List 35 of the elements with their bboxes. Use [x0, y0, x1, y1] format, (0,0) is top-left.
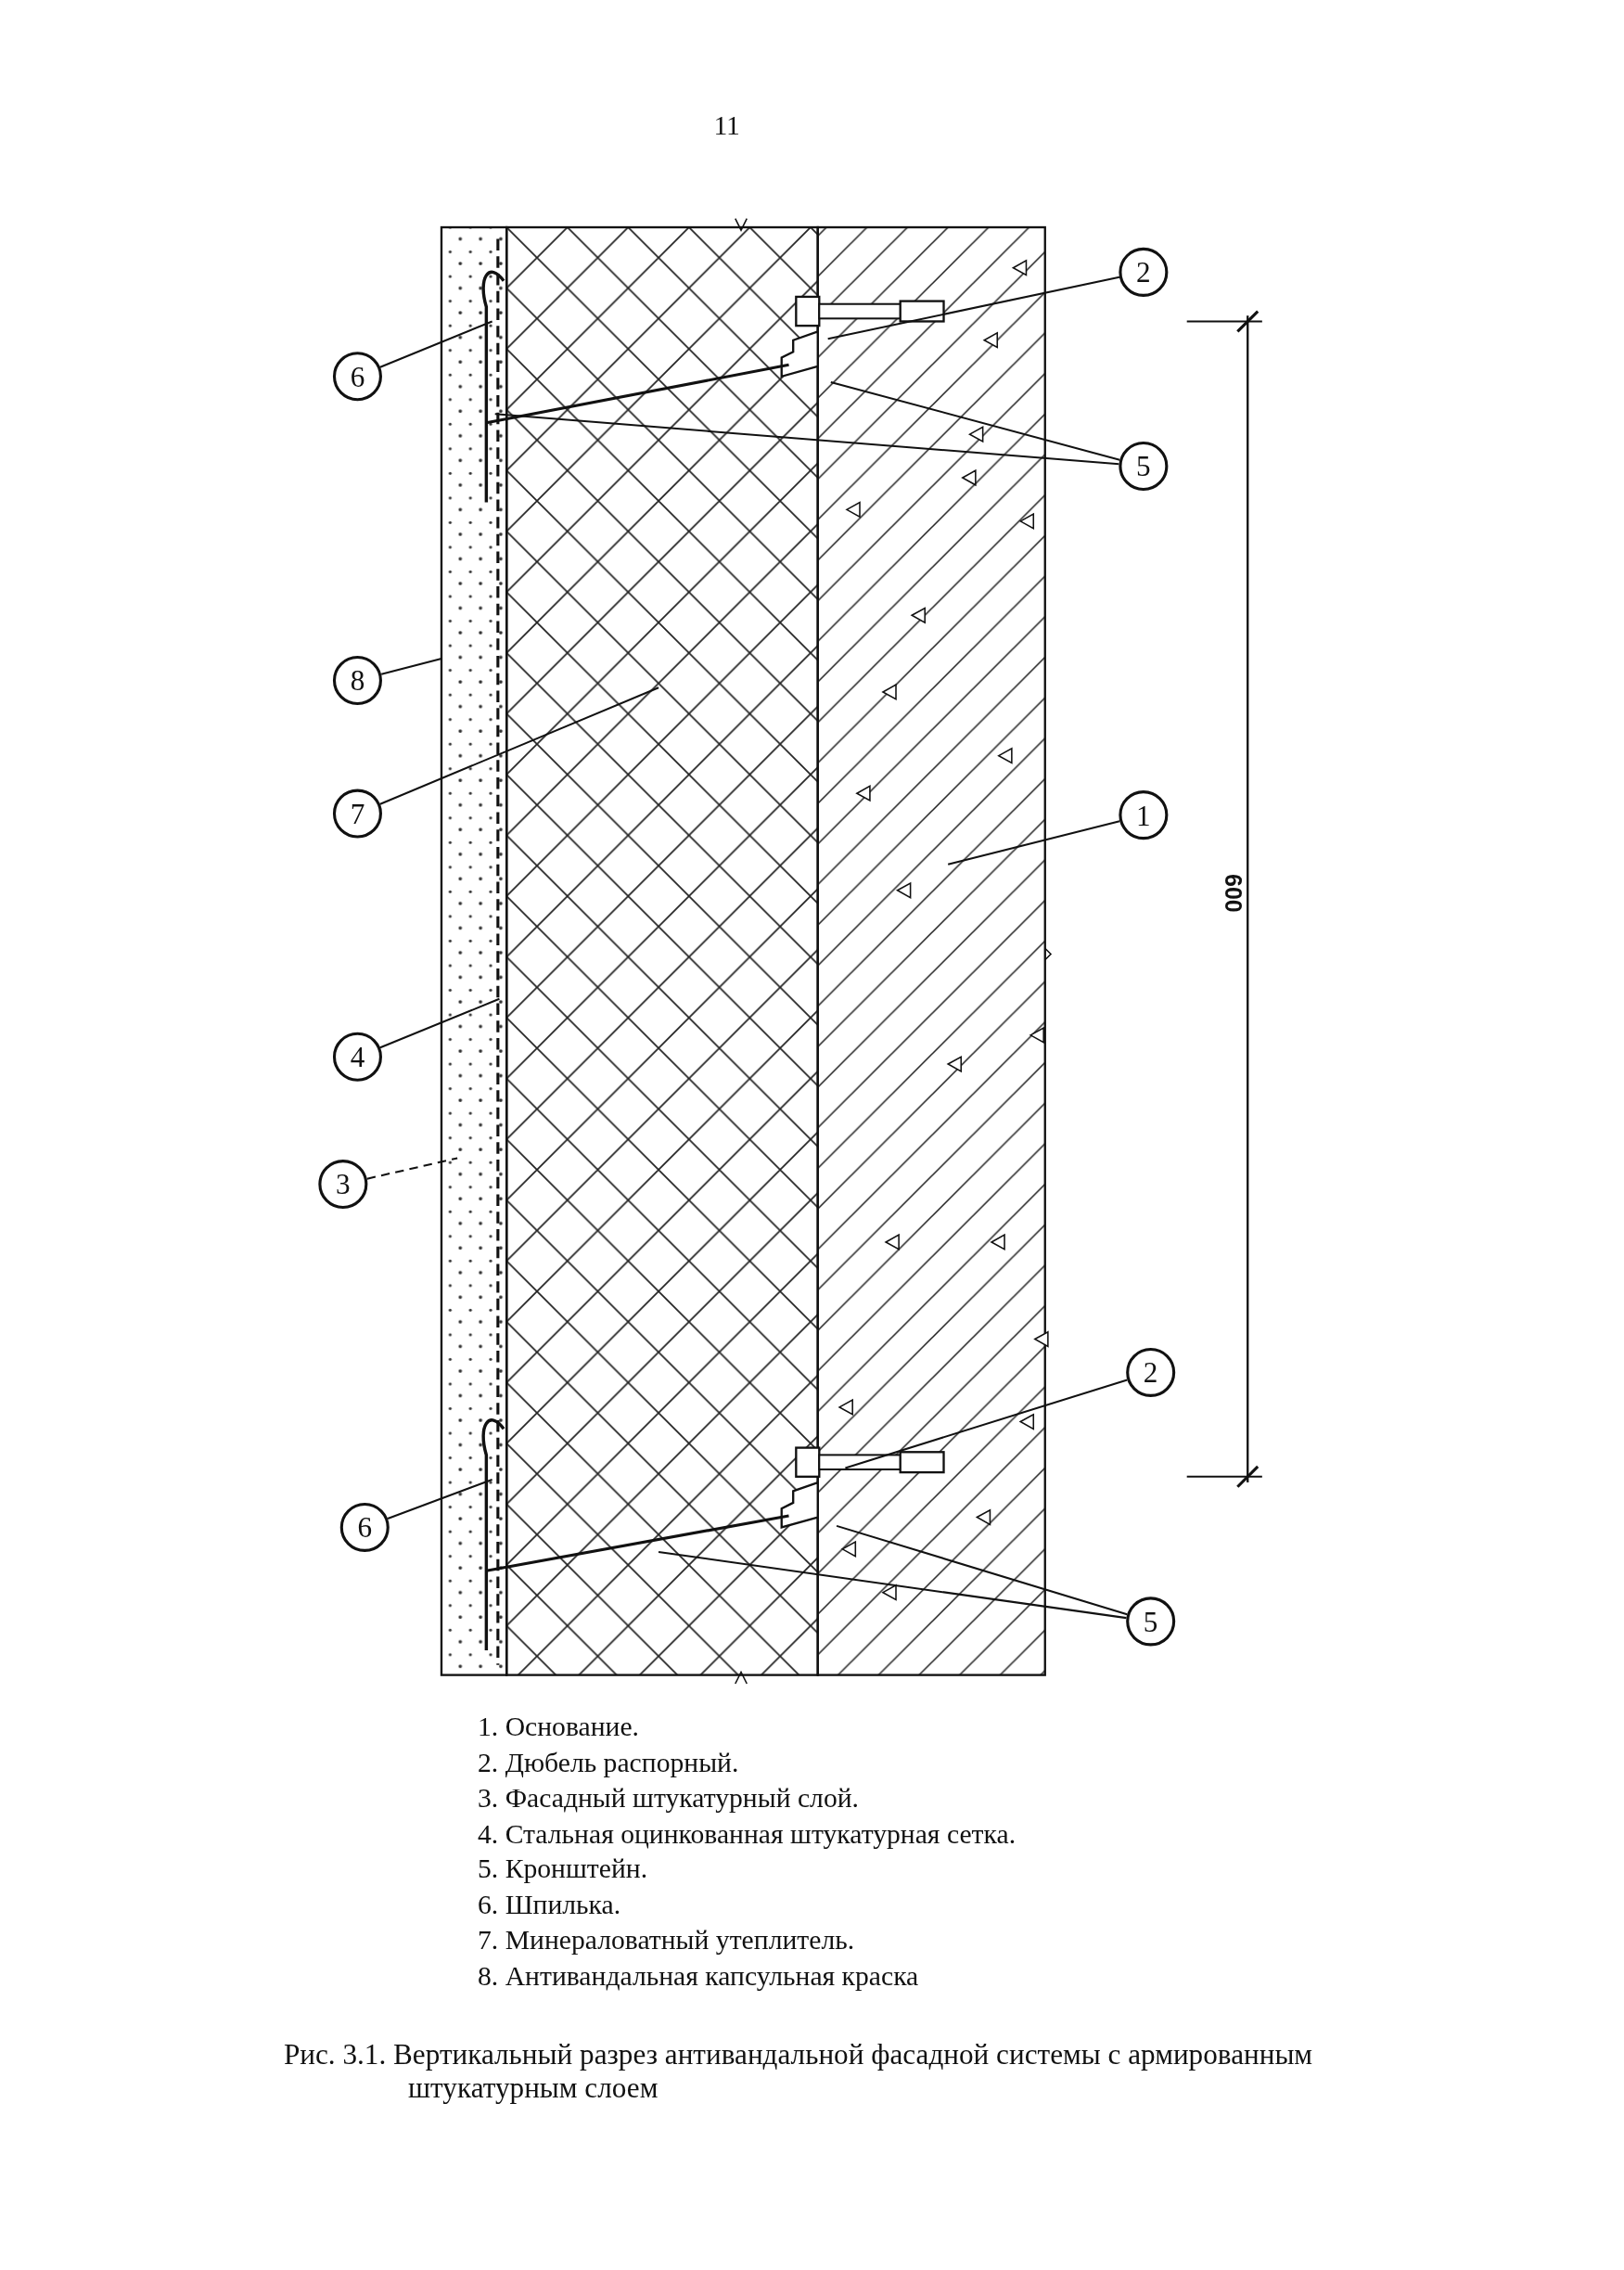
callout-number: 8 — [332, 655, 382, 705]
callout-number: 2 — [1119, 247, 1169, 297]
leader-line — [379, 320, 492, 368]
callout-number: 3 — [318, 1160, 368, 1210]
dimension-label: 600 — [1220, 874, 1246, 913]
legend-item: 1. Основание. — [478, 1711, 639, 1743]
callout-number: 6 — [332, 352, 382, 402]
leader-line — [827, 276, 1120, 340]
callout-number: 5 — [1119, 442, 1169, 492]
leader-line — [387, 1478, 492, 1520]
leader-line — [947, 820, 1120, 866]
leader-line — [658, 1550, 1127, 1620]
figure-caption: Рис. 3.1. Вертикальный разрез антивандальной фасадной системы с армированным штукатурным слоем — [283, 2038, 1314, 2106]
legend-item: 4. Стальная оцинкованная штукатурная сетка. — [478, 1817, 1017, 1850]
leader-line — [836, 1524, 1128, 1616]
leader-line — [845, 1379, 1128, 1469]
leader-line — [494, 413, 1119, 466]
callout-number: 2 — [1126, 1347, 1176, 1397]
callout-number: 7 — [332, 789, 382, 839]
callout-number: 5 — [1126, 1597, 1176, 1647]
legend-item: 2. Дюбель распорный. — [478, 1746, 739, 1779]
callout-number: 6 — [339, 1502, 390, 1552]
callout-number: 1 — [1119, 790, 1169, 840]
legend-item: 5. Кронштейн. — [478, 1853, 648, 1885]
legend-item: 3. Фасадный штукатурный слой. — [478, 1782, 859, 1815]
page-number: 11 — [713, 109, 740, 142]
legend-item: 7. Минераловатный утеплитель. — [478, 1924, 855, 1956]
leader-line — [830, 381, 1120, 461]
legend-item: 6. Шпилька. — [478, 1888, 621, 1921]
leader-line — [379, 686, 659, 805]
callout-number: 4 — [332, 1032, 382, 1082]
legend-item: 8. Антивандальная капсульная краска — [478, 1959, 919, 1992]
leader-line — [366, 1157, 458, 1180]
leader-line — [379, 997, 500, 1049]
leader-line — [380, 658, 442, 675]
